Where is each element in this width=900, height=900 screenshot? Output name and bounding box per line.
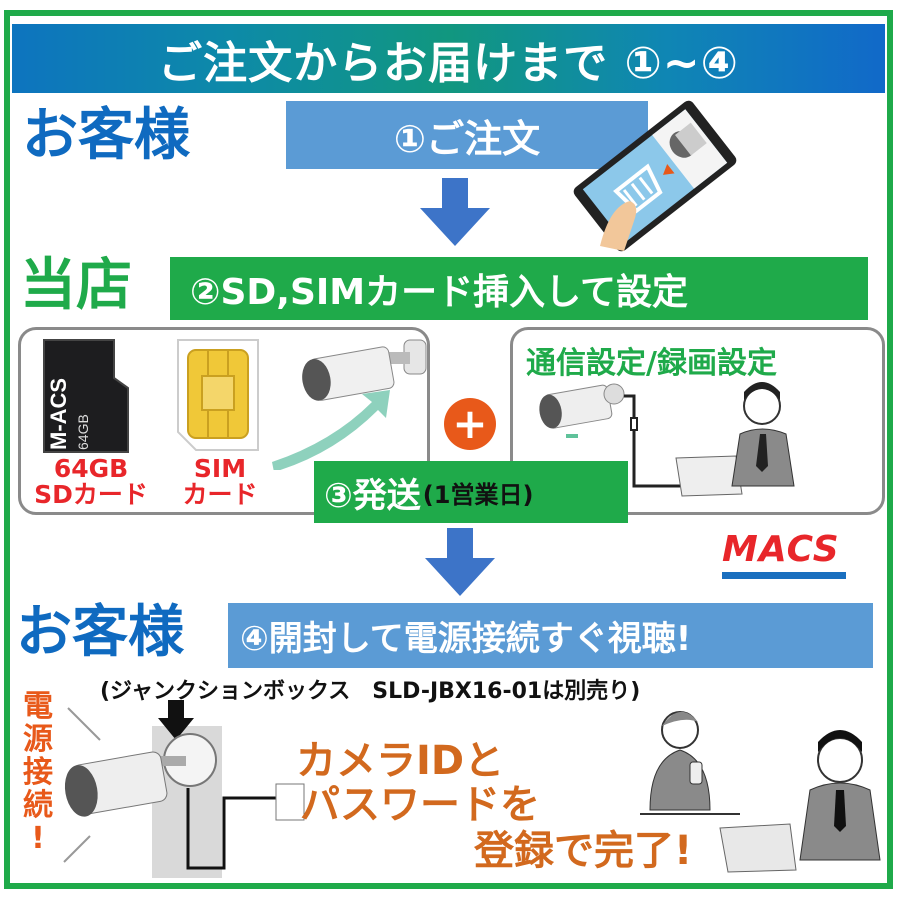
arrow-down-icon <box>425 528 495 596</box>
svg-text:64GB: 64GB <box>75 414 91 450</box>
security-camera-icon <box>539 383 625 429</box>
plus-icon: + <box>444 398 496 450</box>
step1-order: ①ご注文 <box>286 101 648 169</box>
smartphone-cart-icon <box>573 100 737 252</box>
customer-label: お客様 <box>22 103 190 168</box>
laptop-icon <box>675 455 743 497</box>
macs-logo-bar <box>722 572 846 579</box>
power-connect-vertical-label: 電 源 接 続 ! <box>23 689 53 856</box>
title-text: ご注文からお届けまで ①~④ <box>158 37 739 89</box>
step3-duration: (1営業日) <box>422 480 534 509</box>
security-camera-icon <box>64 751 168 817</box>
page-title: ご注文からお届けまで ①~④ <box>12 24 885 93</box>
register-line2: パスワードを <box>300 782 540 828</box>
businessman-icon <box>799 730 881 861</box>
laptop-icon <box>719 823 797 873</box>
sd-card-print: M-ACS <box>46 378 71 450</box>
businessman-laptop-illustration <box>539 382 795 497</box>
shop-label: 当店 <box>20 253 132 318</box>
step2-setup: ②SD,SIMカード挿入して設定 <box>170 257 868 320</box>
pointer-arrow-icon <box>158 700 194 740</box>
microsd-card-icon: M-ACS 64GB <box>43 339 129 453</box>
step4-connect: ④開封して電源接続すぐ視聴! <box>228 603 873 668</box>
junction-box-note: (ジャンクションボックス SLD-JBX16-01は別売り) <box>100 679 641 704</box>
sim-caption: SIM カード <box>182 454 258 510</box>
macs-logo-text: MACS <box>722 529 840 570</box>
macs-logo: MACS <box>722 532 864 587</box>
sim-card-icon <box>177 339 259 451</box>
woman-with-phone-icon <box>640 711 740 815</box>
arrow-down-icon <box>420 178 490 246</box>
step3-shipping: ③発送 (1営業日) <box>314 461 628 523</box>
step4-label: ④開封して電源接続すぐ視聴! <box>240 619 692 659</box>
register-line1: カメラIDと <box>296 738 505 784</box>
security-camera-icon <box>272 339 427 470</box>
step3-label: ③発送 <box>324 475 421 516</box>
smartphone-icon <box>689 761 703 785</box>
businessman-icon <box>731 382 795 487</box>
register-line3: 登録で完了! <box>474 828 693 874</box>
step2-label: ②SD,SIMカード挿入して設定 <box>190 271 689 313</box>
customer-label-2: お客様 <box>16 600 184 665</box>
users-illustration <box>640 711 881 873</box>
power-outlet-icon <box>275 783 305 821</box>
sd-caption: 64GB SDカード <box>34 454 148 510</box>
camera-install-illustration <box>63 700 305 878</box>
settings-heading: 通信設定/録画設定 <box>526 346 777 381</box>
step1-label: ①ご注文 <box>393 116 541 161</box>
